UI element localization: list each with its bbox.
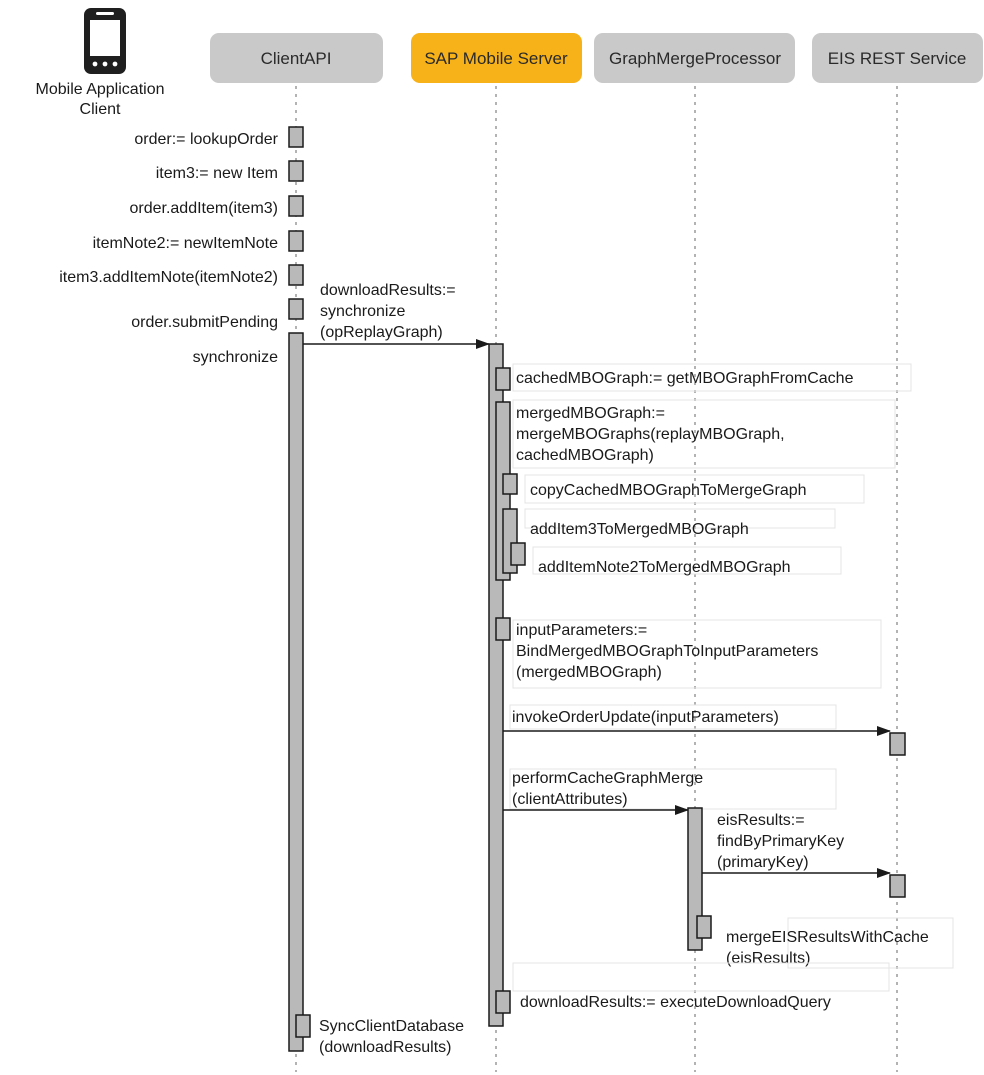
msg-download-results-line1: downloadResults:= [320,282,456,299]
client-call-new-item-note: itemNote2:= newItemNote [93,235,279,252]
msg-execute-download: downloadResults:= executeDownloadQuery [520,994,831,1011]
note-outline-add-item3 [524,508,836,529]
activation-add-item-note2 [510,542,526,566]
msg-merged-graph-line2: mergeMBOGraphs(replayMBOGraph, [516,426,785,443]
activation-submit-pending [288,298,304,320]
msg-eis-results-line2: findByPrimaryKey [717,833,844,850]
msg-sync-client-db-line2: (downloadResults) [319,1039,452,1056]
client-label-line1: Mobile Application [36,81,165,98]
client-call-lookup-order: order:= lookupOrder [134,131,278,148]
msg-download-results-line2: synchronize [320,303,405,320]
activation-new-item-note [288,230,304,252]
activation-lookup-order [288,126,304,148]
client-call-add-item: order.addItem(item3) [129,200,278,217]
lifeline-title-graphmergeprocessor: GraphMergeProcessor [609,49,781,68]
msg-input-parameters-line3: (mergedMBOGraph) [516,664,662,681]
client-call-add-item-note: item3.addItemNote(itemNote2) [59,269,278,286]
activation-cached-graph [495,367,511,391]
activation-synchronize [288,332,304,1052]
activation-execute-download [495,990,511,1014]
activation-copy-cached [502,473,518,495]
msg-merge-eis-results-line2: (eisResults) [726,950,810,967]
note-outline-add-item-note2 [532,546,842,575]
msg-merged-graph-line3: cachedMBOGraph) [516,447,654,464]
msg-perform-cache-merge-line2: (clientAttributes) [512,791,628,808]
lifeline-header-eis-rest-service: EIS REST Service [812,33,983,83]
activation-merge-eis-results [696,915,712,939]
msg-invoke-order-update: invokeOrderUpdate(inputParameters) [512,709,779,726]
lifeline-title-clientapi: ClientAPI [261,49,332,68]
msg-merged-graph-line1: mergedMBOGraph:= [516,405,665,422]
lifeline-header-graphmergeprocessor: GraphMergeProcessor [594,33,795,83]
note-outline-copy-cached [524,474,865,504]
activation-add-item-note [288,264,304,286]
lifeline-title-eis-rest-service: EIS REST Service [828,49,967,68]
client-call-synchronize: synchronize [193,349,278,366]
client-call-submit-pending: order.submitPending [131,314,278,331]
note-outline-cached-graph [512,363,912,392]
client-call-new-item: item3:= new Item [156,165,278,182]
note-outline-invoke-order-update [509,704,837,730]
activation-input-parameters [495,617,511,641]
note-outline-execute-download [512,962,890,992]
client-label-line2: Client [80,101,121,118]
msg-download-results-line3: (opReplayGraph) [320,324,443,341]
note-outline-merged-graph [512,399,896,469]
msg-eis-results-line1: eisResults:= [717,812,805,829]
lifeline-header-clientapi: ClientAPI [210,33,383,83]
msg-merge-eis-results-line1: mergeEISResultsWithCache [726,929,929,946]
note-outline-input-parameters [512,619,882,689]
msg-add-item3: addItem3ToMergedMBOGraph [530,521,749,538]
msg-input-parameters-line2: BindMergedMBOGraphToInputParameters [516,643,818,660]
activation-graph-merge [687,807,703,951]
msg-eis-results-line3: (primaryKey) [717,854,809,871]
activation-eis-find [889,874,906,898]
msg-copy-cached: copyCachedMBOGraphToMergeGraph [530,482,807,499]
activation-sync-client-db [295,1014,311,1038]
msg-cached-graph: cachedMBOGraph:= getMBOGraphFromCache [516,370,854,387]
note-outline-perform-cache-merge [509,768,837,810]
msg-input-parameters-line1: inputParameters:= [516,622,647,639]
activation-eis-order-update [889,732,906,756]
activation-new-item [288,160,304,182]
lifeline-header-sap-mobile-server: SAP Mobile Server [411,33,582,83]
note-outline-merge-eis-results [787,917,954,969]
msg-sync-client-db-line1: SyncClientDatabase [319,1018,464,1035]
lifeline-title-sap-mobile-server: SAP Mobile Server [424,49,568,68]
msg-perform-cache-merge-line1: performCacheGraphMerge [512,770,703,787]
activation-add-item [288,195,304,217]
mobile-phone-icon [84,8,126,74]
msg-add-item-note2: addItemNote2ToMergedMBOGraph [538,559,791,576]
